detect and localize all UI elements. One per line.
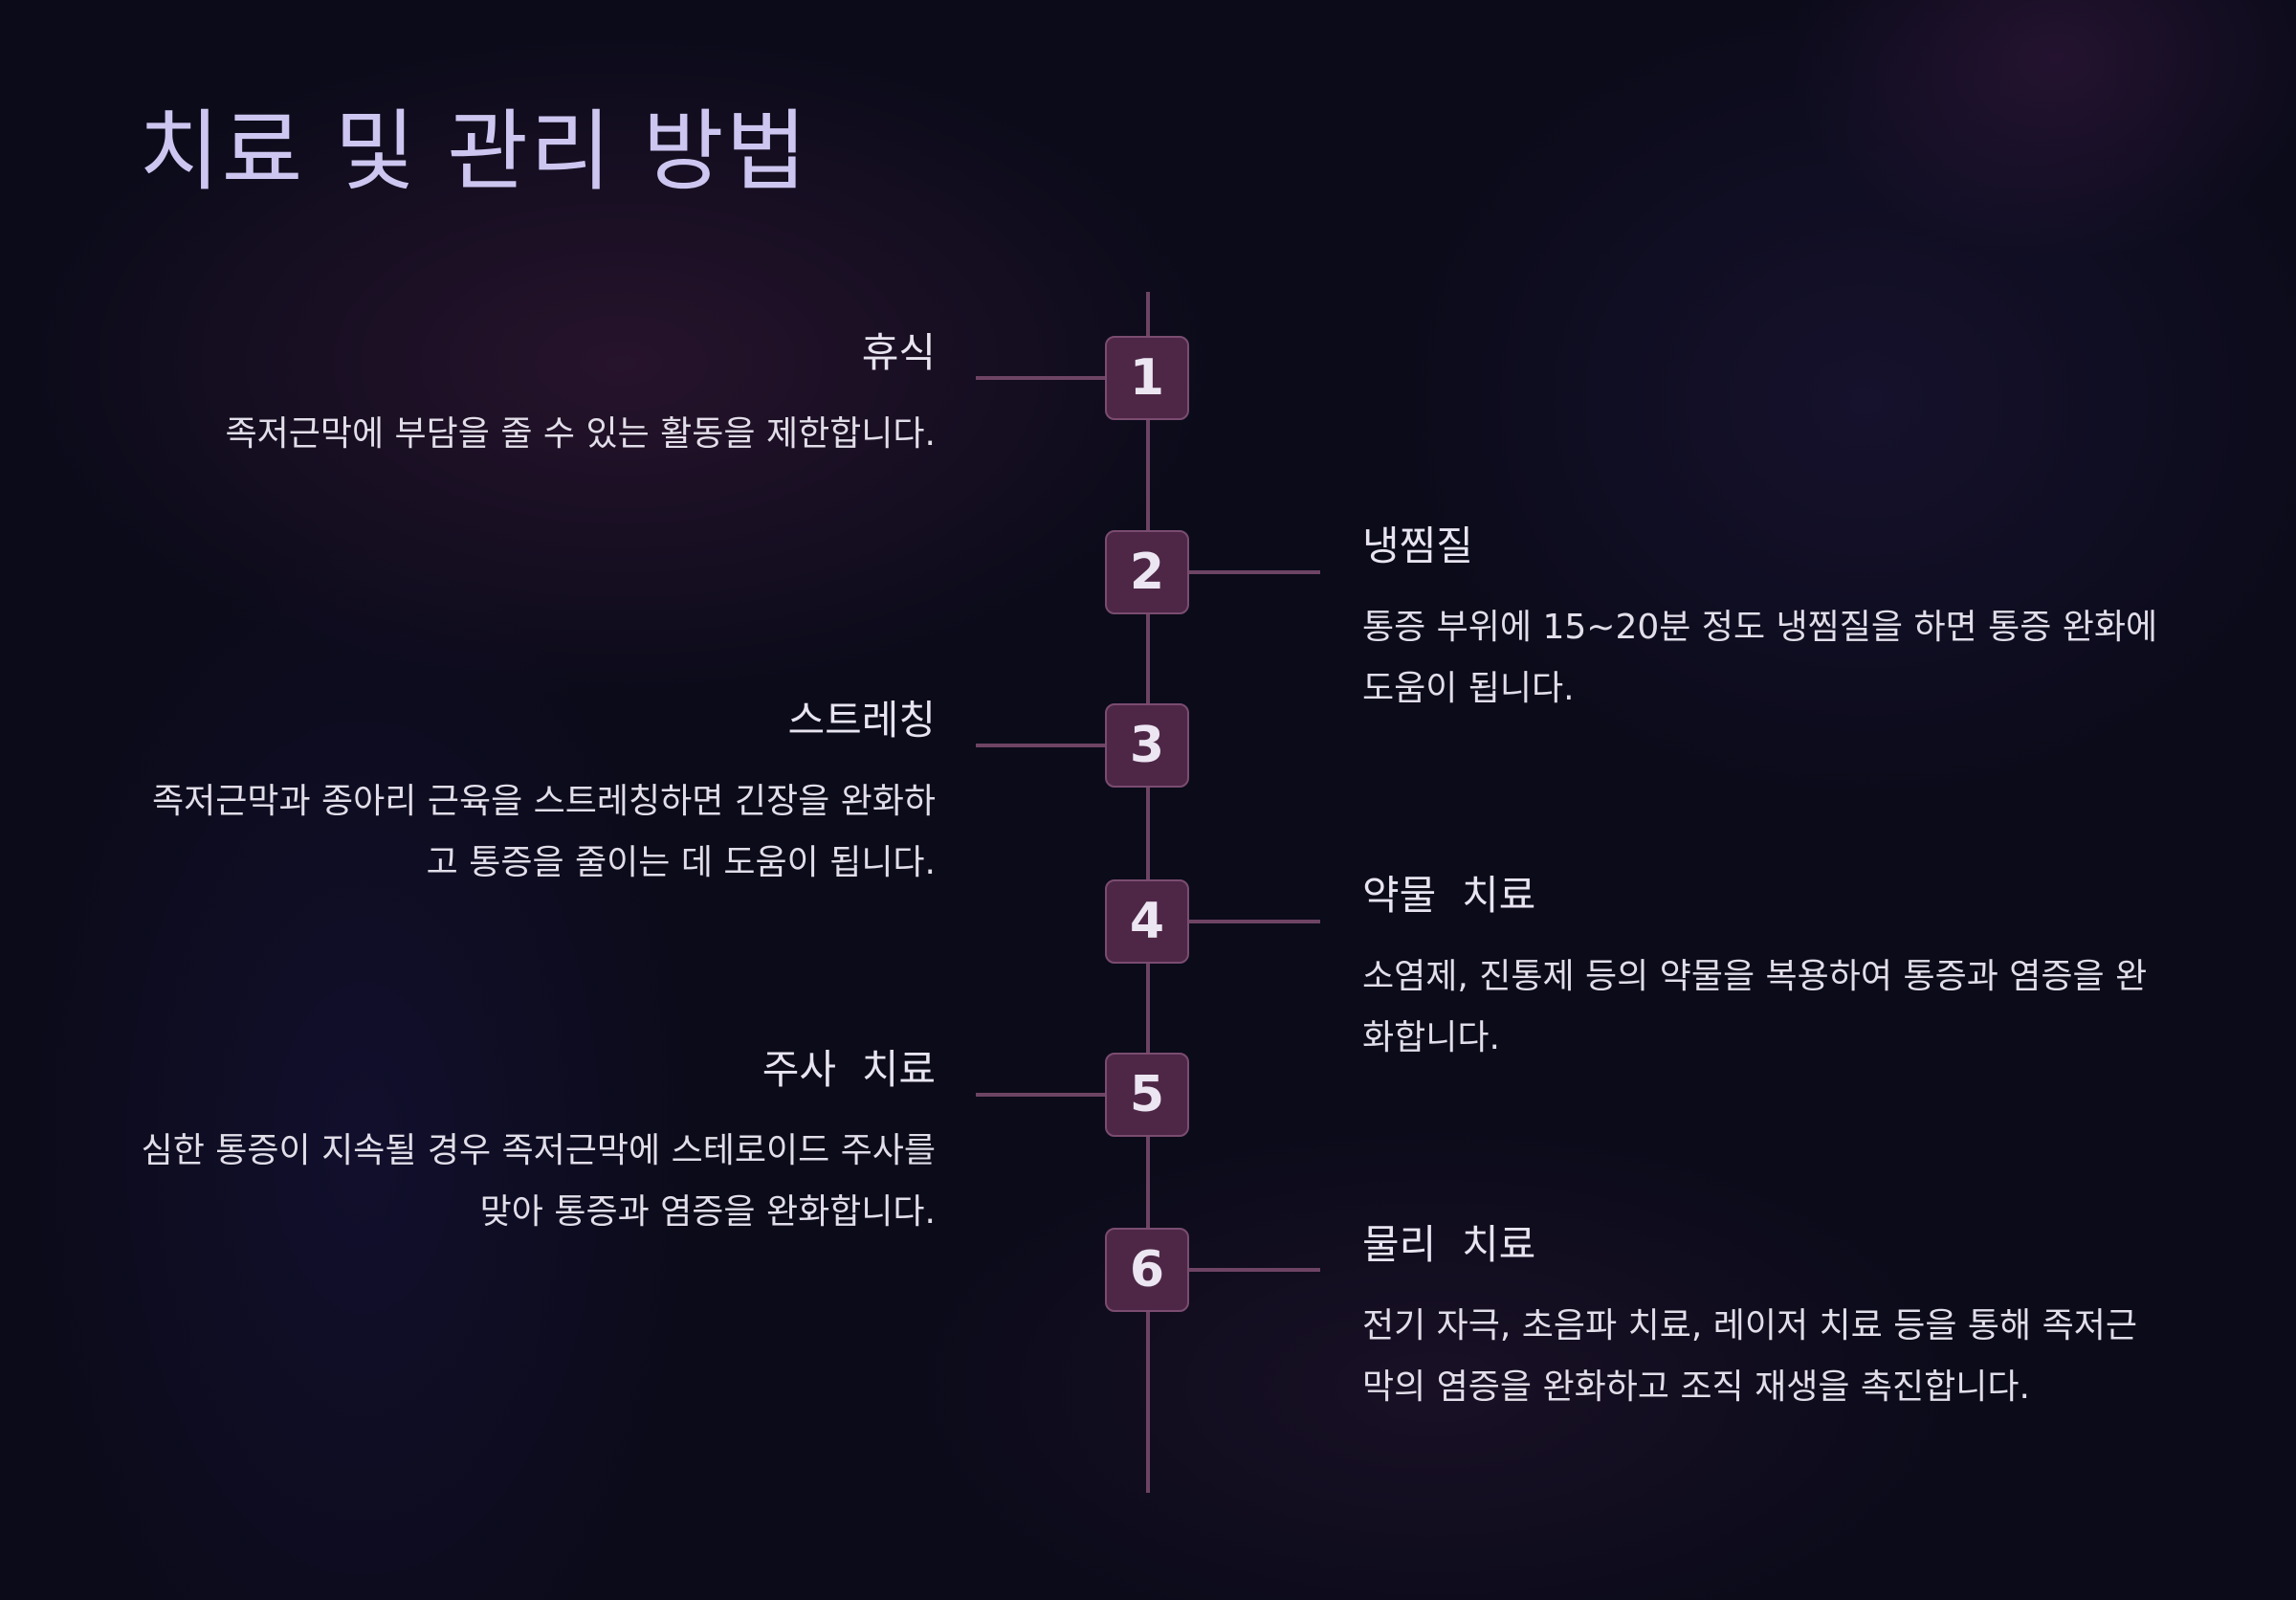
step-heading: 휴식	[861, 329, 936, 376]
step-marker-5: 5	[1105, 1053, 1189, 1137]
step-description: 족저근막에 부담을 줄 수 있는 활동을 제한합니다.	[225, 413, 936, 454]
step-item-5: 주사 치료 심한 통증이 지속될 경우 족저근막에 스테로이드 주사를 맞아 통…	[132, 1045, 936, 1243]
step-marker-1: 1	[1105, 336, 1189, 420]
connector-3	[976, 744, 1129, 747]
step-heading: 물리 치료	[1362, 1221, 1536, 1268]
step-item-4: 약물 치료 소염제, 진통제 등의 약물을 복용하여 통증과 염증을 완화합니다…	[1362, 871, 2166, 1069]
step-marker-3: 3	[1105, 703, 1189, 788]
step-description: 심한 통증이 지속될 경우 족저근막에 스테로이드 주사를 맞아 통증과 염증을…	[141, 1130, 936, 1232]
step-item-1: 휴식 족저근막에 부담을 줄 수 있는 활동을 제한합니다.	[132, 328, 936, 465]
page-title: 치료 및 관리 방법	[139, 100, 809, 203]
step-heading: 스트레칭	[787, 697, 936, 744]
connector-4	[1186, 920, 1320, 923]
step-marker-4: 4	[1105, 879, 1189, 964]
step-heading: 약물 치료	[1362, 872, 1536, 919]
step-item-2: 냉찜질 통증 부위에 15~20분 정도 냉찜질을 하면 통증 완화에 도움이 …	[1362, 522, 2166, 720]
connector-2	[1186, 570, 1320, 574]
step-marker-6: 6	[1105, 1228, 1189, 1312]
connector-5	[976, 1093, 1129, 1097]
step-description: 족저근막과 종아리 근육을 스트레칭하면 긴장을 완화하고 통증을 줄이는 데 …	[152, 781, 936, 882]
step-heading: 냉찜질	[1362, 522, 1473, 569]
step-description: 소염제, 진통제 등의 약물을 복용하여 통증과 염증을 완화합니다.	[1362, 956, 2148, 1057]
connector-6	[1186, 1268, 1320, 1272]
step-marker-2: 2	[1105, 530, 1189, 614]
step-item-3: 스트레칭 족저근막과 종아리 근육을 스트레칭하면 긴장을 완화하고 통증을 줄…	[132, 696, 936, 894]
connector-1	[976, 376, 1129, 380]
step-item-6: 물리 치료 전기 자극, 초음파 치료, 레이저 치료 등을 통해 족저근막의 …	[1362, 1220, 2166, 1418]
step-heading: 주사 치료	[762, 1046, 936, 1093]
step-description: 전기 자극, 초음파 치료, 레이저 치료 등을 통해 족저근막의 염증을 완화…	[1362, 1305, 2137, 1407]
step-description: 통증 부위에 15~20분 정도 냉찜질을 하면 통증 완화에 도움이 됩니다.	[1362, 607, 2158, 708]
